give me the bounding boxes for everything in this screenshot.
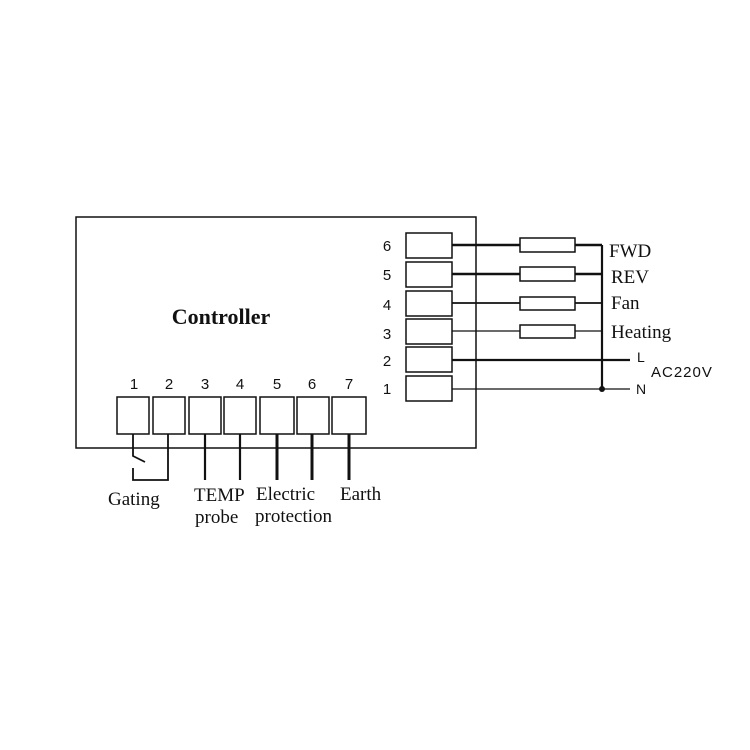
- electric-protection-label-line1: Electric: [256, 484, 315, 505]
- neutral-junction-dot: [599, 386, 605, 392]
- earth-label: Earth: [340, 484, 382, 505]
- electric-protection-label-line2: protection: [255, 506, 333, 527]
- fwd-label: FWD: [609, 241, 651, 262]
- bottom-terminal-3: [188, 396, 222, 435]
- fwd-load: [519, 237, 576, 253]
- neutral-label: N: [636, 381, 646, 397]
- right-terminal-5: [405, 261, 453, 288]
- right-terminal-number-6: 6: [383, 238, 391, 255]
- bottom-terminal-numbers: 1 2 3 4 5 6 7: [130, 376, 353, 393]
- output-wires: [452, 237, 630, 390]
- bottom-terminal-number-6: 6: [308, 376, 316, 393]
- right-terminal-number-2: 2: [383, 353, 391, 370]
- controller-box: [75, 216, 477, 449]
- bottom-terminal-number-5: 5: [273, 376, 281, 393]
- right-terminal-1: [405, 375, 453, 402]
- temp-probe-label-line1: TEMP: [194, 485, 245, 506]
- right-terminal-6: [405, 232, 453, 259]
- rev-label: REV: [611, 267, 649, 288]
- rev-load: [519, 266, 576, 282]
- bottom-terminal-number-2: 2: [165, 376, 173, 393]
- bottom-terminal-number-1: 1: [130, 376, 138, 393]
- right-terminal-3: [405, 318, 453, 345]
- right-terminal-4: [405, 290, 453, 317]
- bottom-terminal-2: [152, 396, 186, 435]
- voltage-label: AC220V: [651, 364, 713, 381]
- bottom-terminal-5: [259, 396, 295, 435]
- right-terminal-number-4: 4: [383, 297, 391, 314]
- heating-load: [519, 324, 576, 339]
- bottom-terminal-blocks: [116, 396, 367, 435]
- gating-label: Gating: [108, 489, 160, 510]
- right-terminal-number-3: 3: [383, 326, 391, 343]
- fan-load: [519, 296, 576, 311]
- temp-probe-label-line2: probe: [195, 507, 238, 528]
- bottom-terminal-4: [223, 396, 257, 435]
- fan-label: Fan: [611, 293, 640, 314]
- right-terminal-number-5: 5: [383, 267, 391, 284]
- controller-title: Controller: [172, 304, 271, 329]
- bottom-wires: [132, 434, 351, 481]
- bottom-terminal-number-7: 7: [345, 376, 353, 393]
- bottom-terminal-7: [331, 396, 367, 435]
- bottom-terminal-1: [116, 396, 150, 435]
- right-terminal-numbers: 6 5 4 3 2 1: [383, 238, 391, 398]
- live-label: L: [637, 349, 645, 365]
- gating-return-wire: [132, 434, 169, 481]
- bottom-terminal-number-3: 3: [201, 376, 209, 393]
- gating-switch-wire: [132, 434, 146, 463]
- heating-label: Heating: [611, 322, 672, 343]
- bottom-terminal-number-4: 4: [236, 376, 244, 393]
- right-terminal-number-1: 1: [383, 381, 391, 398]
- bottom-terminal-6: [296, 396, 330, 435]
- right-terminal-blocks: [405, 232, 453, 402]
- right-terminal-2: [405, 346, 453, 373]
